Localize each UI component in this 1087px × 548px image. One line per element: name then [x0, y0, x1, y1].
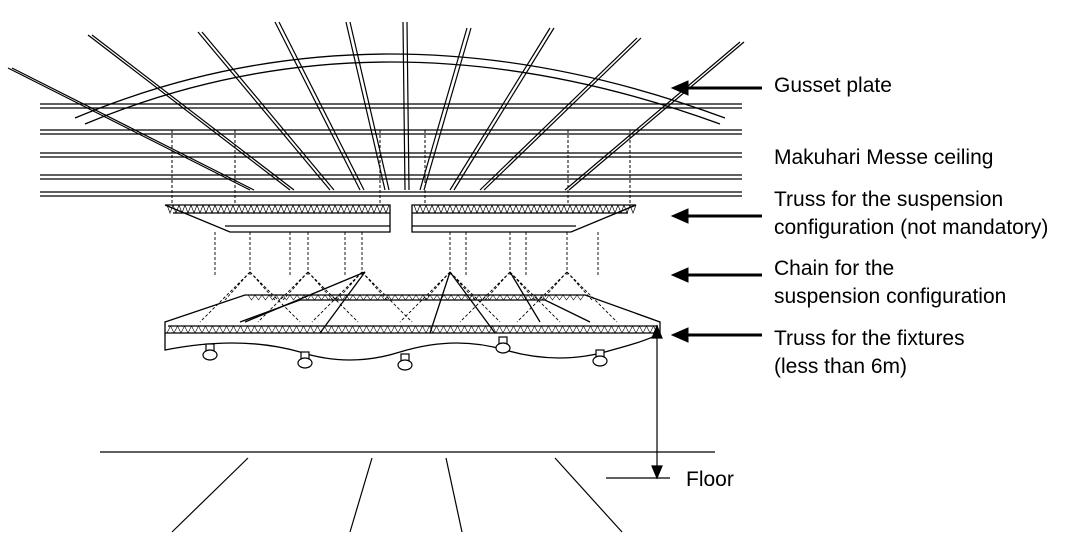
- fixture-lamp: [397, 359, 413, 371]
- rafter-line: [7, 67, 251, 191]
- ceiling-label: Makuhari Messe ceiling: [774, 144, 993, 172]
- fixture-lamp: [592, 355, 608, 367]
- chain-pyramid: [399, 271, 501, 323]
- callout-arrowhead: [670, 267, 689, 283]
- callout-arrowhead: [670, 80, 689, 96]
- callout-arrowhead: [670, 327, 689, 343]
- floor-label: Floor: [686, 466, 734, 494]
- rafter-line: [87, 34, 291, 191]
- truss-lattice: [247, 294, 585, 301]
- ceiling-beams: [40, 103, 742, 197]
- chain-label: Chain for the suspension configuration: [774, 255, 1006, 311]
- truss-frame: [164, 204, 391, 233]
- floor-lines: [100, 451, 715, 533]
- rafter-line: [197, 31, 331, 191]
- gusset-plate-label: Gusset plate: [774, 72, 892, 100]
- rafter-line: [274, 21, 361, 191]
- suspension-truss-text-line1: Truss for the suspension: [774, 188, 1004, 211]
- floor-text: Floor: [686, 468, 734, 491]
- callout-arrowhead: [670, 208, 689, 224]
- rafter-line: [568, 41, 745, 191]
- truss-front-skirt: [164, 332, 661, 361]
- floor-perspective-line: [349, 457, 373, 533]
- fixtures-truss: [164, 271, 661, 361]
- ceiling-hanger-lines: [171, 130, 631, 205]
- rafter-line: [402, 21, 406, 191]
- fixtures-truss-text-line1: Truss for the fixtures: [774, 327, 965, 350]
- fixture-lamp: [495, 342, 511, 354]
- truss-outer-frame: [164, 294, 661, 334]
- chain-pyramid: [516, 271, 618, 323]
- truss-lattice: [166, 204, 390, 214]
- fixture-lamp: [297, 357, 313, 369]
- suspension-truss-text-line2: configuration (not mandatory): [774, 216, 1049, 239]
- cross-member: [509, 271, 541, 323]
- rafter-line: [345, 21, 386, 191]
- dimension-arrowhead: [651, 465, 663, 480]
- rafter-line: [453, 27, 555, 191]
- truss-frame: [411, 204, 637, 233]
- floor-perspective-line: [554, 457, 623, 533]
- ceiling-text: Makuhari Messe ceiling: [774, 146, 994, 169]
- cross-member: [449, 271, 496, 334]
- ceiling-rafters: [7, 21, 745, 191]
- cross-member: [319, 271, 366, 334]
- chain-pyramid: [311, 271, 413, 323]
- cross-member: [244, 271, 366, 323]
- rafter-line: [564, 41, 741, 191]
- chain-pyramid: [459, 271, 561, 323]
- rafter-line: [406, 21, 410, 191]
- rafter-line: [419, 27, 468, 191]
- chain-pyramid: [257, 271, 359, 323]
- floor-perspective-line: [445, 457, 463, 533]
- rafter-line: [278, 21, 365, 191]
- lighting-fixtures: [202, 336, 608, 371]
- floor-perspective-line: [171, 457, 249, 533]
- chain-pyramid: [199, 271, 301, 323]
- rafter-line: [423, 27, 472, 191]
- ceiling-arch: [74, 53, 726, 125]
- rafter-line: [11, 67, 255, 191]
- rafter-line: [479, 37, 638, 191]
- chain-text-line2: suspension configuration: [774, 285, 1007, 308]
- rafter-line: [349, 21, 390, 191]
- dimension-arrowhead: [651, 324, 663, 339]
- fixtures-truss-label: Truss for the fixtures (less than 6m): [774, 325, 965, 381]
- rafter-line: [201, 31, 335, 191]
- suspension-truss-label: Truss for the suspension configuration (…: [774, 186, 1048, 242]
- fixture-lamp: [202, 349, 218, 361]
- rafter-line: [449, 27, 551, 191]
- chain-text-line1: Chain for the: [774, 257, 895, 280]
- cross-member: [429, 271, 451, 334]
- suspension-chains: [199, 232, 618, 323]
- fixtures-truss-text-line2: (less than 6m): [774, 355, 908, 378]
- suspension-truss: [164, 204, 637, 233]
- gusset-plate-text: Gusset plate: [774, 74, 892, 97]
- height-dimension: [606, 324, 670, 480]
- rafter-line: [91, 34, 295, 191]
- callout-arrows: [670, 80, 762, 343]
- rafter-line: [483, 37, 642, 191]
- truss-lattice: [413, 204, 637, 214]
- truss-lattice: [166, 325, 658, 334]
